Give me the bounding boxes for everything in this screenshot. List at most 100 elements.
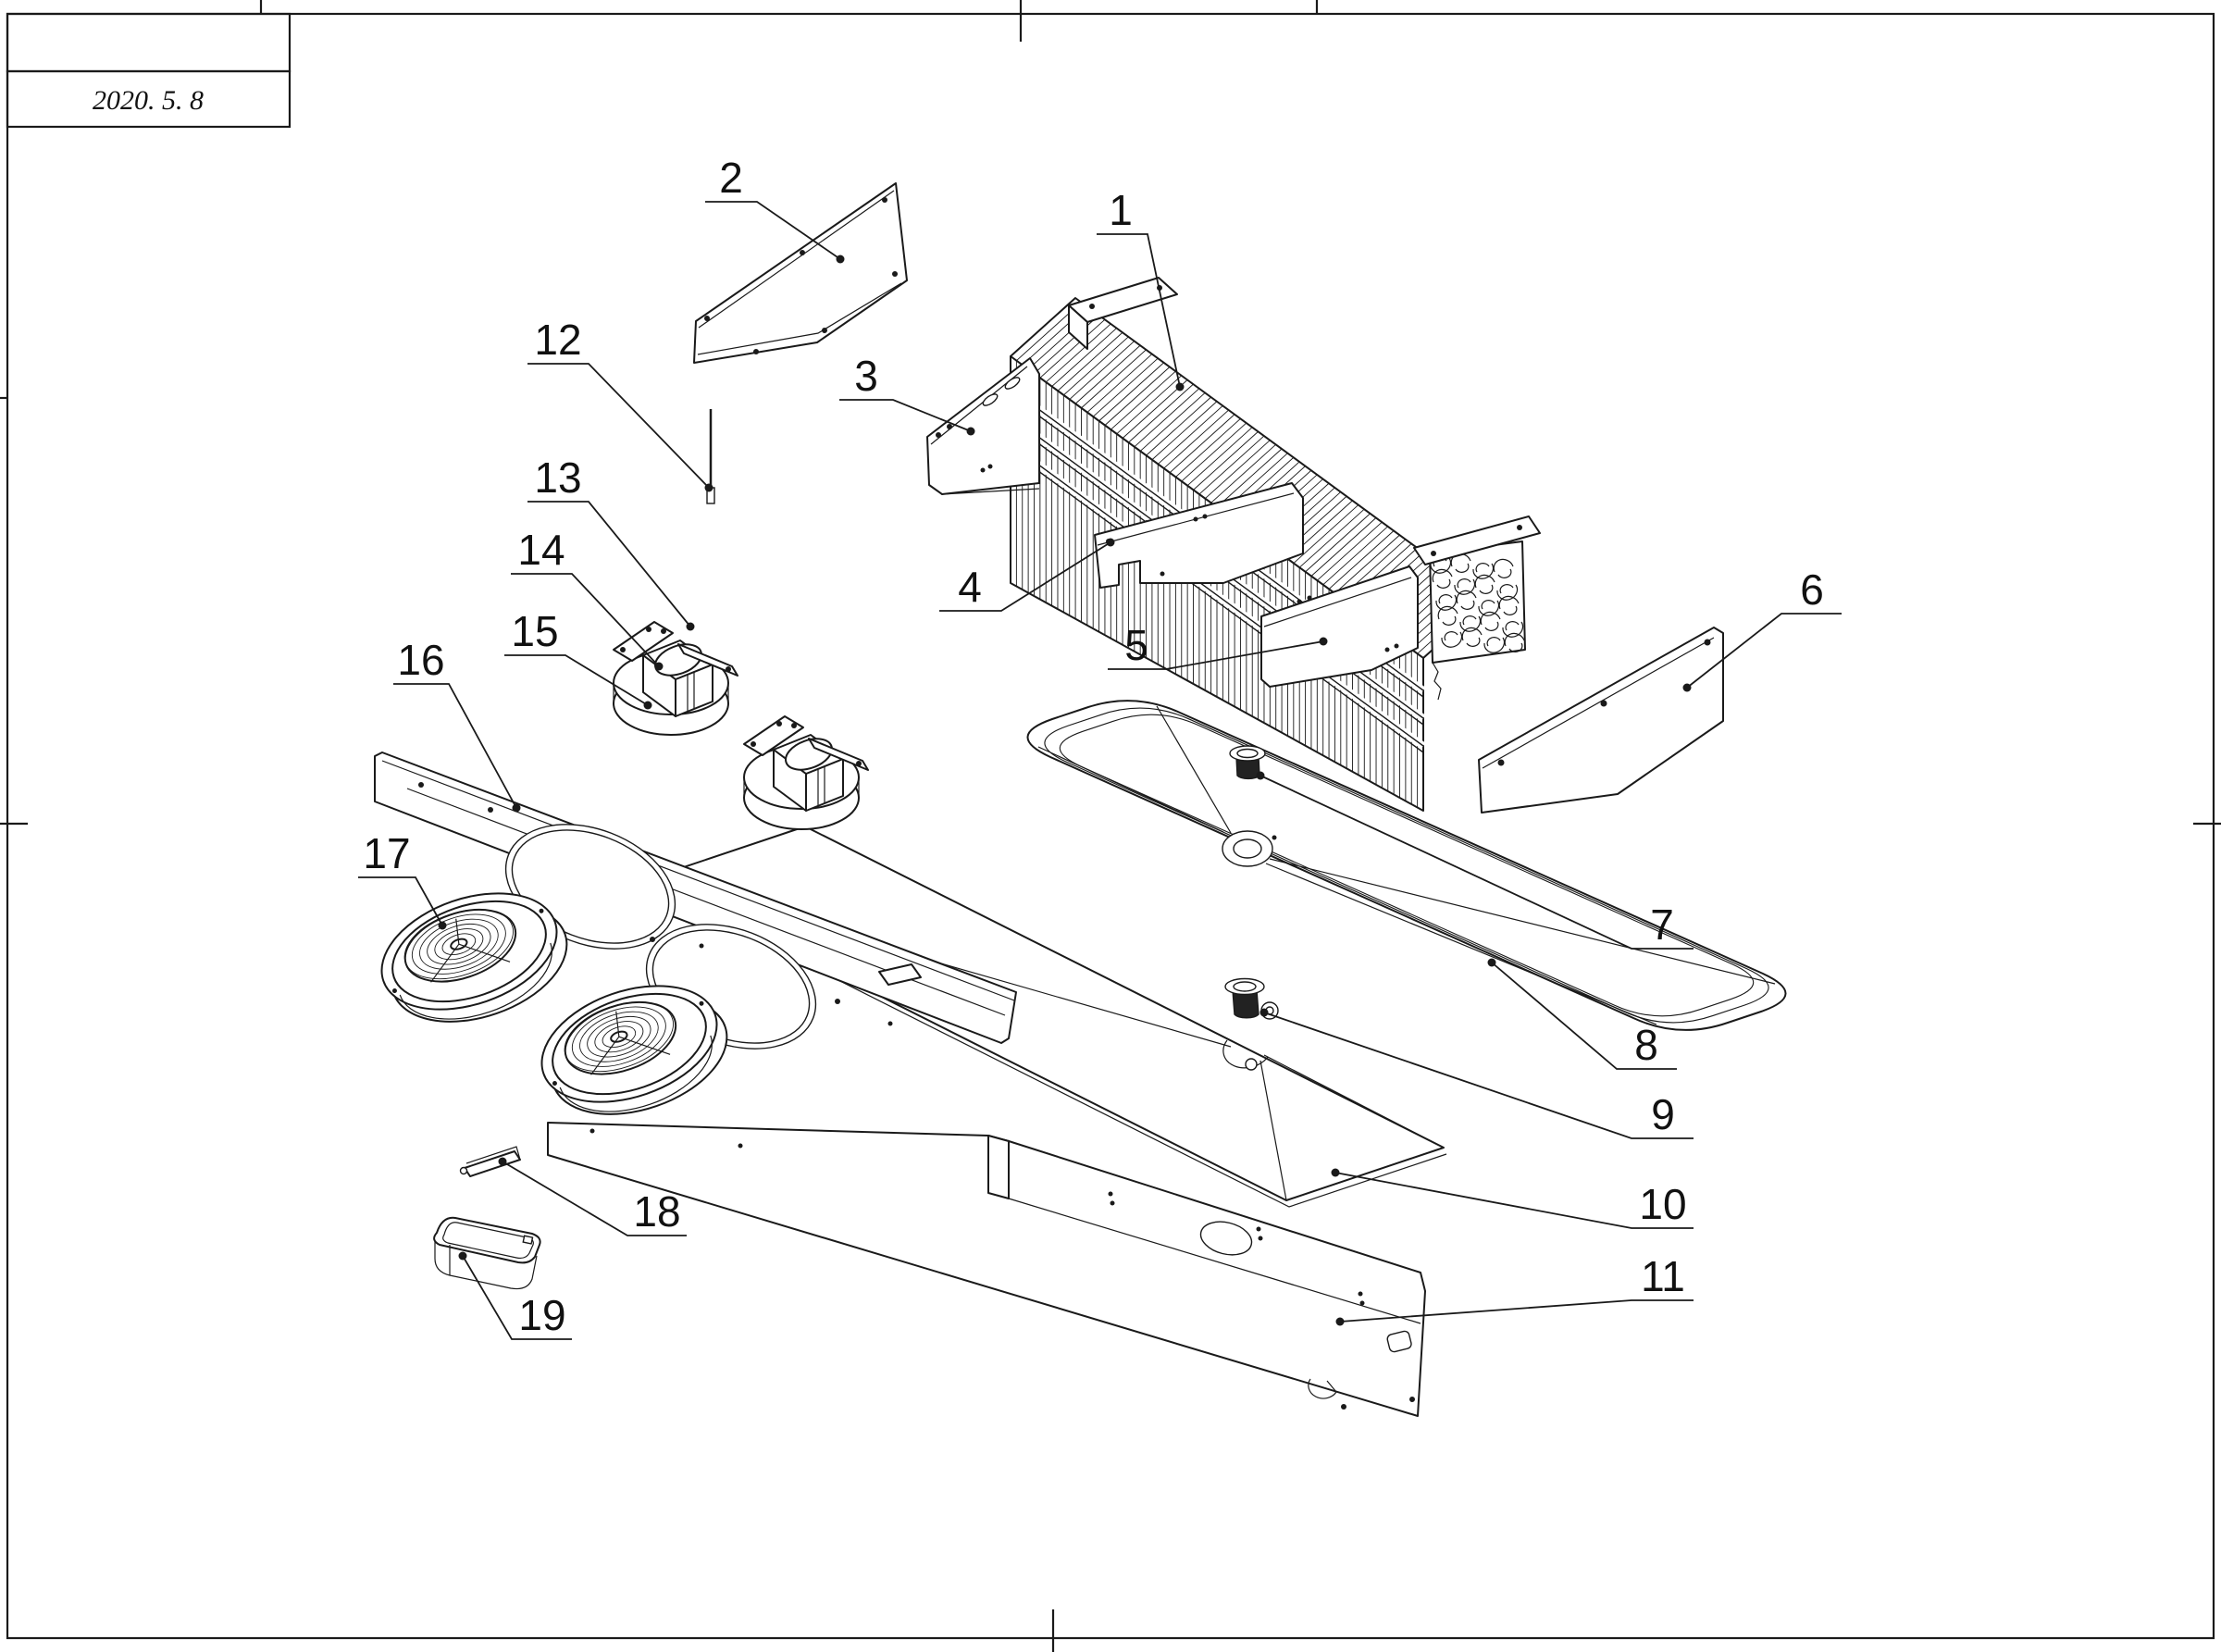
part-number-3: 3 [854,352,878,400]
part-label-5: 5 [1108,621,1328,670]
leader-dot-8 [1487,958,1496,967]
leader-dot-10 [1331,1168,1340,1177]
part-drain-fitting-upper [1229,745,1266,780]
part-front-left-bracket [1094,482,1304,589]
revision-date: 2020. 5. 8 [93,85,204,116]
leader-dot-12 [704,483,713,492]
leader-line-3 [839,399,972,432]
part-label-6: 6 [1682,565,1842,692]
coil-end-bends [1429,540,1526,701]
part-front-right-bracket [1260,565,1419,688]
leader-dot-18 [498,1157,507,1166]
leader-line-18 [502,1161,687,1236]
part-number-9: 9 [1651,1090,1675,1138]
part-number-13: 13 [534,453,581,502]
leader-line-14 [511,573,660,667]
coil-end-bracket-right [1413,515,1541,565]
leader-line-5 [1108,640,1324,670]
part-number-5: 5 [1124,621,1148,669]
part-number-18: 18 [633,1187,680,1236]
part-drain-fitting-lower [1224,977,1279,1020]
part-left-end-bracket [926,357,1040,495]
leader-line-17 [358,876,443,926]
leader-dot-17 [438,921,447,930]
leader-line-12 [527,363,710,489]
part-label-10: 10 [1331,1168,1694,1229]
part-fan-assembly-2 [743,715,869,830]
part-number-11: 11 [1641,1252,1685,1300]
part-label-9: 9 [1259,1008,1694,1139]
leader-line-6 [1686,613,1842,689]
leader-line-4 [939,541,1111,612]
leader-dot-15 [643,701,652,710]
title-block: 2020. 5. 8 [6,12,292,129]
leader-line-7 [1259,775,1694,950]
leader-dot-16 [512,803,521,813]
leader-dot-3 [966,427,975,436]
part-fan-grille [380,892,568,1023]
title-block-row-empty [6,12,292,73]
part-label-14: 14 [511,526,664,671]
part-label-17: 17 [358,829,447,930]
part-number-19: 19 [518,1291,565,1339]
part-label-16: 16 [393,636,521,813]
leader-dot-14 [654,662,664,671]
leader-dot-9 [1259,1008,1269,1017]
leader-dot-6 [1682,683,1692,692]
part-label-19: 19 [458,1251,572,1340]
part-label-7: 7 [1256,771,1694,950]
part-number-10: 10 [1639,1180,1686,1228]
leader-line-16 [393,683,517,809]
leader-dot-4 [1106,538,1115,547]
part-label-4: 4 [939,538,1115,612]
leader-line-2 [705,201,841,260]
leader-dot-11 [1335,1317,1345,1326]
title-block-row-date [6,69,292,129]
part-number-14: 14 [517,526,565,574]
part-fan-grille-2 [540,985,728,1115]
leader-dot-13 [686,622,695,631]
part-fan-assembly-1 [613,621,738,736]
part-drain-pan [1026,700,1787,1031]
part-number-15: 15 [511,607,558,655]
leader-dot-1 [1175,382,1185,391]
part-label-2: 2 [705,154,845,264]
part-number-7: 7 [1650,901,1674,949]
part-label-13: 13 [527,453,695,631]
part-number-16: 16 [397,636,444,684]
leader-line-13 [527,501,691,627]
part-number-1: 1 [1109,186,1133,234]
part-clip-strip [459,1146,521,1177]
part-label-8: 8 [1487,958,1677,1070]
part-top-cover-panel [693,182,908,364]
pan-floor-creases [1037,705,1776,1025]
part-fan-deck-panel [374,751,1017,1050]
part-bottom-panel [547,1122,1426,1417]
leader-dot-7 [1256,771,1265,780]
part-number-12: 12 [534,316,581,364]
leader-line-19 [462,1255,572,1340]
part-label-3: 3 [839,352,975,436]
leader-line-11 [1339,1299,1694,1323]
part-number-4: 4 [958,563,982,611]
leader-dot-2 [836,255,845,264]
part-label-15: 15 [504,607,652,710]
leader-dot-19 [458,1251,467,1261]
part-small-tray [433,1216,541,1290]
part-label-11: 11 [1335,1252,1694,1326]
leader-line-1 [1097,233,1181,388]
part-right-end-panel [1478,627,1724,814]
leader-line-8 [1491,962,1677,1070]
leader-dot-5 [1319,637,1328,646]
leader-line-15 [504,654,649,706]
leader-line-10 [1334,1172,1694,1229]
leader-line-9 [1263,1012,1694,1139]
part-number-8: 8 [1634,1021,1658,1069]
part-label-12: 12 [527,316,713,492]
part-middle-drip-tray [647,826,1447,1208]
part-number-17: 17 [363,829,410,877]
part-number-2: 2 [719,154,743,202]
part-number-6: 6 [1800,565,1824,614]
